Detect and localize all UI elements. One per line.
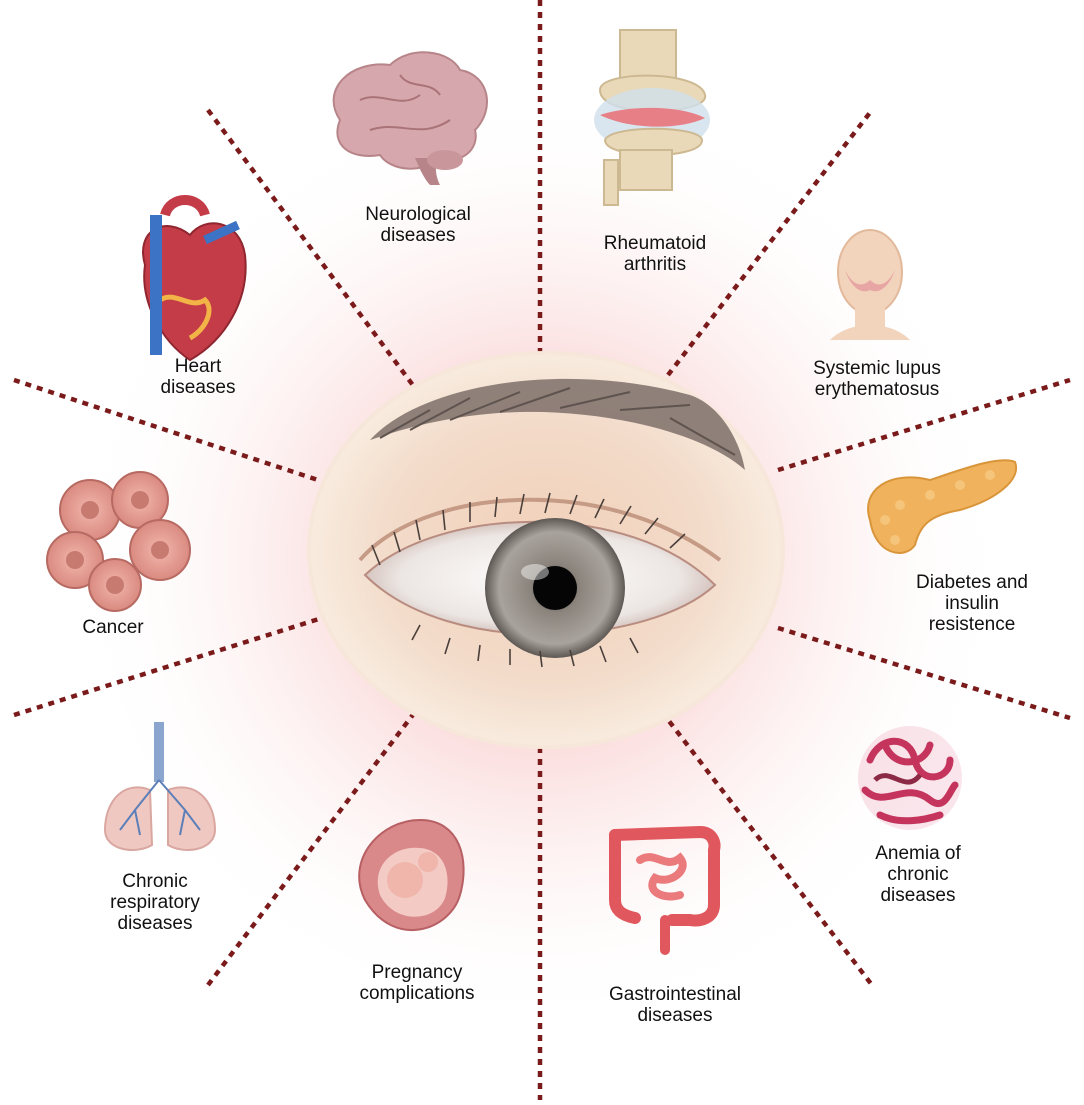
divider-line (660, 710, 874, 987)
label-gi: Gastrointestinal diseases (608, 984, 742, 1026)
brain-icon (332, 51, 488, 185)
face-rash-icon (830, 229, 910, 340)
pancreas-icon (867, 459, 1018, 554)
divider-line (13, 377, 319, 483)
divider-line (666, 108, 874, 377)
divider-line (777, 625, 1071, 721)
label-resp: Chronic respiratory diseases (110, 871, 200, 934)
lungs-icon (103, 722, 217, 851)
divider-lines (13, 0, 1071, 1100)
label-cancer: Cancer (82, 617, 144, 638)
label-sle: Systemic lupus erythematosus (813, 358, 941, 400)
cancer-cells-icon (46, 471, 191, 612)
intestine-icon (609, 825, 721, 955)
label-ra: Rheumatoid arthritis (603, 233, 707, 275)
divider-line (206, 706, 420, 987)
label-heart: Heart diseases (160, 356, 236, 398)
fetus-icon (358, 818, 465, 931)
protein-icon (858, 726, 962, 830)
eye-icon (307, 351, 785, 749)
label-diab: Diabetes and insulin resistence (916, 572, 1028, 635)
label-preg: Pregnancy complications (359, 962, 475, 1004)
divider-line (13, 615, 323, 718)
label-neuro: Neurological diseases (365, 204, 471, 246)
heart-icon (142, 195, 247, 362)
divider-line (206, 108, 417, 390)
label-anemia: Anemia of chronic diseases (875, 843, 961, 906)
divider-line (777, 377, 1071, 473)
knee-joint-icon (594, 29, 710, 206)
